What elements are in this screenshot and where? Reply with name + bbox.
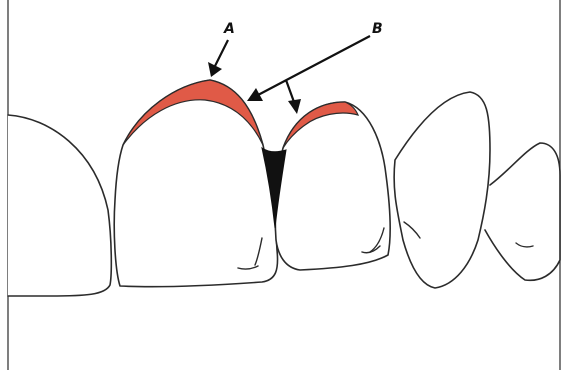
label-a: A: [223, 21, 235, 37]
label-b: B: [372, 21, 383, 37]
tooth-premolar: [485, 143, 560, 280]
tooth-central-incisor: [114, 80, 277, 287]
arrow-b-branch-head: [288, 99, 301, 114]
arrow-b-line: [258, 36, 370, 95]
tooth-lateral-incisor: [275, 102, 390, 270]
tooth-far-left: [8, 115, 111, 296]
tooth-canine: [394, 92, 490, 288]
arrow-b-branch: [286, 80, 294, 102]
arrow-a: [215, 40, 228, 66]
